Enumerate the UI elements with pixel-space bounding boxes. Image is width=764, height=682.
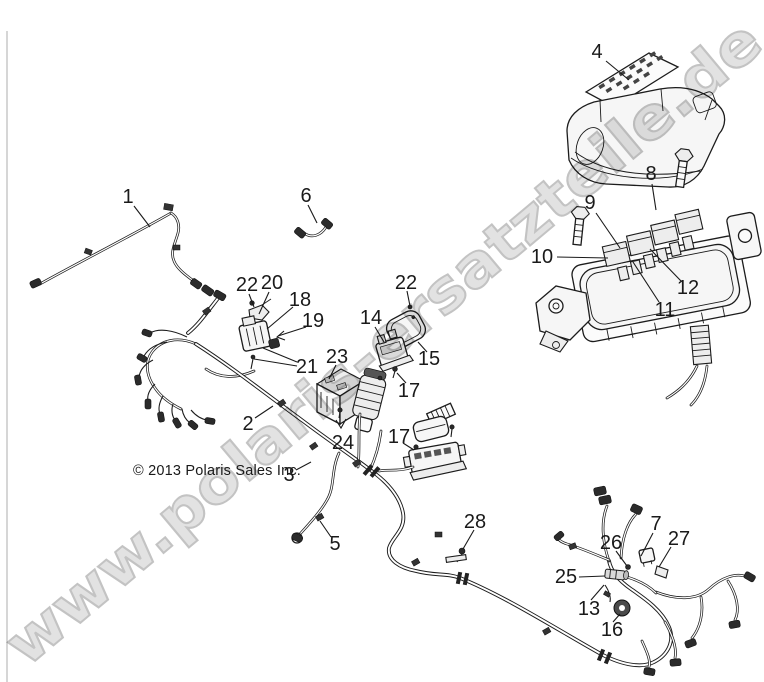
- callout-15: 15: [417, 348, 441, 370]
- wire-harness-6: [294, 218, 334, 239]
- callout-25: 25: [554, 566, 578, 588]
- callout-10: 10: [530, 246, 554, 268]
- callout-27: 27: [667, 528, 691, 550]
- callout-13: 13: [577, 598, 601, 620]
- callout-1: 1: [122, 186, 134, 208]
- relay-7: [638, 547, 656, 567]
- callout-22: 22: [235, 274, 259, 296]
- callout-12: 12: [676, 277, 700, 299]
- fuse-box-group: [535, 51, 762, 407]
- callout-19: 19: [301, 310, 325, 332]
- callout-16: 16: [600, 619, 624, 641]
- callout-23: 23: [325, 346, 349, 368]
- regulator-group: [204, 298, 280, 378]
- callout-20: 20: [260, 272, 284, 294]
- callout-4: 4: [591, 41, 603, 63]
- callout-3: 3: [283, 464, 295, 486]
- relay-cover-group: [375, 310, 427, 381]
- callout-22: 22: [394, 272, 418, 294]
- callout-9: 9: [584, 192, 596, 214]
- wire-harness-1: [29, 203, 215, 297]
- copyright-text: © 2013 Polaris Sales Inc.: [133, 463, 302, 479]
- engine-harness-parts: [445, 547, 669, 617]
- fuse-block-relays: [601, 208, 704, 282]
- main-harness: [134, 289, 756, 676]
- fuse-block-bracket: [535, 285, 591, 341]
- bracket-27: [654, 565, 669, 579]
- watermark-text: www.polaris-ersatzteile.de: [0, 6, 764, 678]
- bolt-28: [458, 547, 466, 555]
- callout-5: 5: [329, 533, 341, 555]
- bolt-9: [570, 205, 590, 246]
- callout-24: 24: [331, 432, 355, 454]
- callout-2: 2: [242, 413, 254, 435]
- callout-26: 26: [599, 532, 623, 554]
- callout-11: 11: [654, 299, 676, 321]
- callout-leader-lines: [133, 60, 682, 623]
- callout-18: 18: [288, 289, 312, 311]
- callout-14: 14: [359, 307, 383, 329]
- callout-17: 17: [397, 380, 421, 402]
- ring-terminal-25: [604, 568, 629, 581]
- fuse-assembly-group: [402, 402, 468, 481]
- callout-6: 6: [300, 185, 312, 207]
- callout-7: 7: [650, 513, 662, 535]
- callout-21: 21: [295, 356, 319, 378]
- bolt-8: [674, 148, 694, 189]
- callout-28: 28: [463, 511, 487, 533]
- callout-17: 17: [387, 426, 411, 448]
- callout-8: 8: [645, 163, 657, 185]
